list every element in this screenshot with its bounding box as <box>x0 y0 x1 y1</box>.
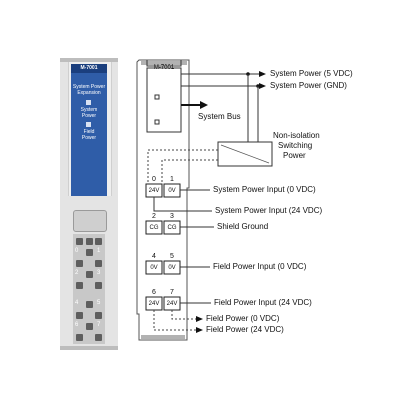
leader-system-input-24v <box>153 197 212 212</box>
pin-number-0: 0 <box>152 176 156 183</box>
system-bus-arrow-head <box>200 101 208 109</box>
module-label: M-7001 <box>153 65 175 71</box>
system-bus-connector <box>146 67 182 133</box>
output-label-field-input-0v: Field Power Input (0 VDC) <box>213 262 307 271</box>
system-bus-label: System Bus <box>198 112 241 121</box>
output-label-field-power-0v: Field Power (0 VDC) <box>206 314 280 323</box>
terminal-hole <box>95 260 102 267</box>
photo-panel-line-2: Expansion <box>77 90 101 96</box>
terminal-hole <box>86 323 93 330</box>
arrow-5v <box>259 71 266 77</box>
pin-number-5: 5 <box>170 253 174 260</box>
photo-led1-line-2: Power <box>81 113 97 119</box>
terminal-hole <box>95 334 102 341</box>
pin-signal-3: CG <box>167 225 177 231</box>
pin-number-1: 1 <box>170 176 174 183</box>
release-tab <box>73 210 107 232</box>
din-rail-top <box>60 58 118 62</box>
switching-power-line-3: Power <box>283 151 306 160</box>
terminal-hole <box>86 249 93 256</box>
model-header <box>71 64 107 73</box>
pin-number-6: 6 <box>152 289 156 296</box>
output-label-system-input-24v: System Power Input (24 VDC) <box>215 206 323 215</box>
terminal-hole <box>95 282 102 289</box>
photo-model-label: M-7001 <box>80 65 98 71</box>
pin-signal-7: 24V <box>166 301 178 307</box>
output-label-field-power-24v: Field Power (24 VDC) <box>206 325 284 334</box>
terminal-hole <box>86 301 93 308</box>
photo-led2-line-2: Power <box>81 135 97 141</box>
bus-pin <box>154 94 160 100</box>
terminal-number-3: 3 <box>97 270 101 276</box>
arrow-gnd <box>259 83 266 89</box>
field-power-0v-line <box>171 310 196 320</box>
field-power-led <box>86 122 91 127</box>
pin-number-7: 7 <box>170 289 174 296</box>
din-rail-bottom <box>60 346 118 350</box>
field-power-24v-line <box>153 310 196 331</box>
system-power-led <box>86 100 91 105</box>
terminal-number-0: 0 <box>75 248 79 254</box>
output-label-field-input-24v: Field Power Input (24 VDC) <box>214 298 312 307</box>
module-outline <box>136 59 190 341</box>
housing-ridges <box>141 61 187 339</box>
photo-led2-line-1: Field <box>83 129 95 135</box>
module-photo: M-7001 System Power Expansion System Pow… <box>60 58 118 350</box>
switching-power-diagonal <box>220 144 270 164</box>
terminal-hole <box>76 334 83 341</box>
terminal-number-4: 4 <box>75 300 79 306</box>
pin-signal-0: 24V <box>148 188 160 194</box>
terminal-number-7: 7 <box>97 322 101 328</box>
pin-number-2: 2 <box>152 213 156 220</box>
output-label-shield-ground: Shield Ground <box>217 222 269 231</box>
label-band <box>71 64 107 196</box>
terminal-hole <box>95 238 102 245</box>
terminal-box-4 <box>145 260 163 275</box>
field-power-0v-arrow <box>196 316 203 322</box>
terminal-hole <box>86 271 93 278</box>
dashed-link <box>147 149 218 184</box>
terminal-hole <box>76 282 83 289</box>
dashed-link <box>161 159 218 184</box>
terminal-number-2: 2 <box>75 270 79 276</box>
terminal-hole <box>76 260 83 267</box>
pin-signal-4: 0V <box>150 265 158 271</box>
output-label-system-gnd: System Power (GND) <box>270 81 347 90</box>
photo-panel-line-1: System Power <box>72 84 106 90</box>
pin-signal-2: CG <box>149 225 159 231</box>
switching-power-line-2: Switching <box>278 141 313 150</box>
switching-power-line-1: Non-isolation <box>273 131 320 140</box>
terminal-hole <box>95 312 102 319</box>
terminal-number-5: 5 <box>97 300 101 306</box>
terminal-block: 0 1 2 3 4 5 6 7 <box>73 234 105 344</box>
pin-number-4: 4 <box>152 253 156 260</box>
field-power-24v-arrow <box>196 327 203 333</box>
terminal-hole <box>76 312 83 319</box>
bus-pin <box>154 119 160 125</box>
terminal-number-1: 1 <box>97 248 101 254</box>
terminal-number-6: 6 <box>75 322 79 328</box>
connector-bracket <box>146 60 182 67</box>
output-label-system-5v: System Power (5 VDC) <box>270 69 353 78</box>
pin-number-3: 3 <box>170 213 174 220</box>
terminal-box-2 <box>145 220 163 235</box>
photo-led1-line-1: System <box>80 107 98 113</box>
terminal-hole <box>86 238 93 245</box>
pin-signal-6: 24V <box>148 301 160 307</box>
terminal-hole <box>76 238 83 245</box>
pin-signal-1: 0V <box>168 188 176 194</box>
output-label-system-input-0v: System Power Input (0 VDC) <box>213 185 316 194</box>
pin-signal-5: 0V <box>168 265 176 271</box>
